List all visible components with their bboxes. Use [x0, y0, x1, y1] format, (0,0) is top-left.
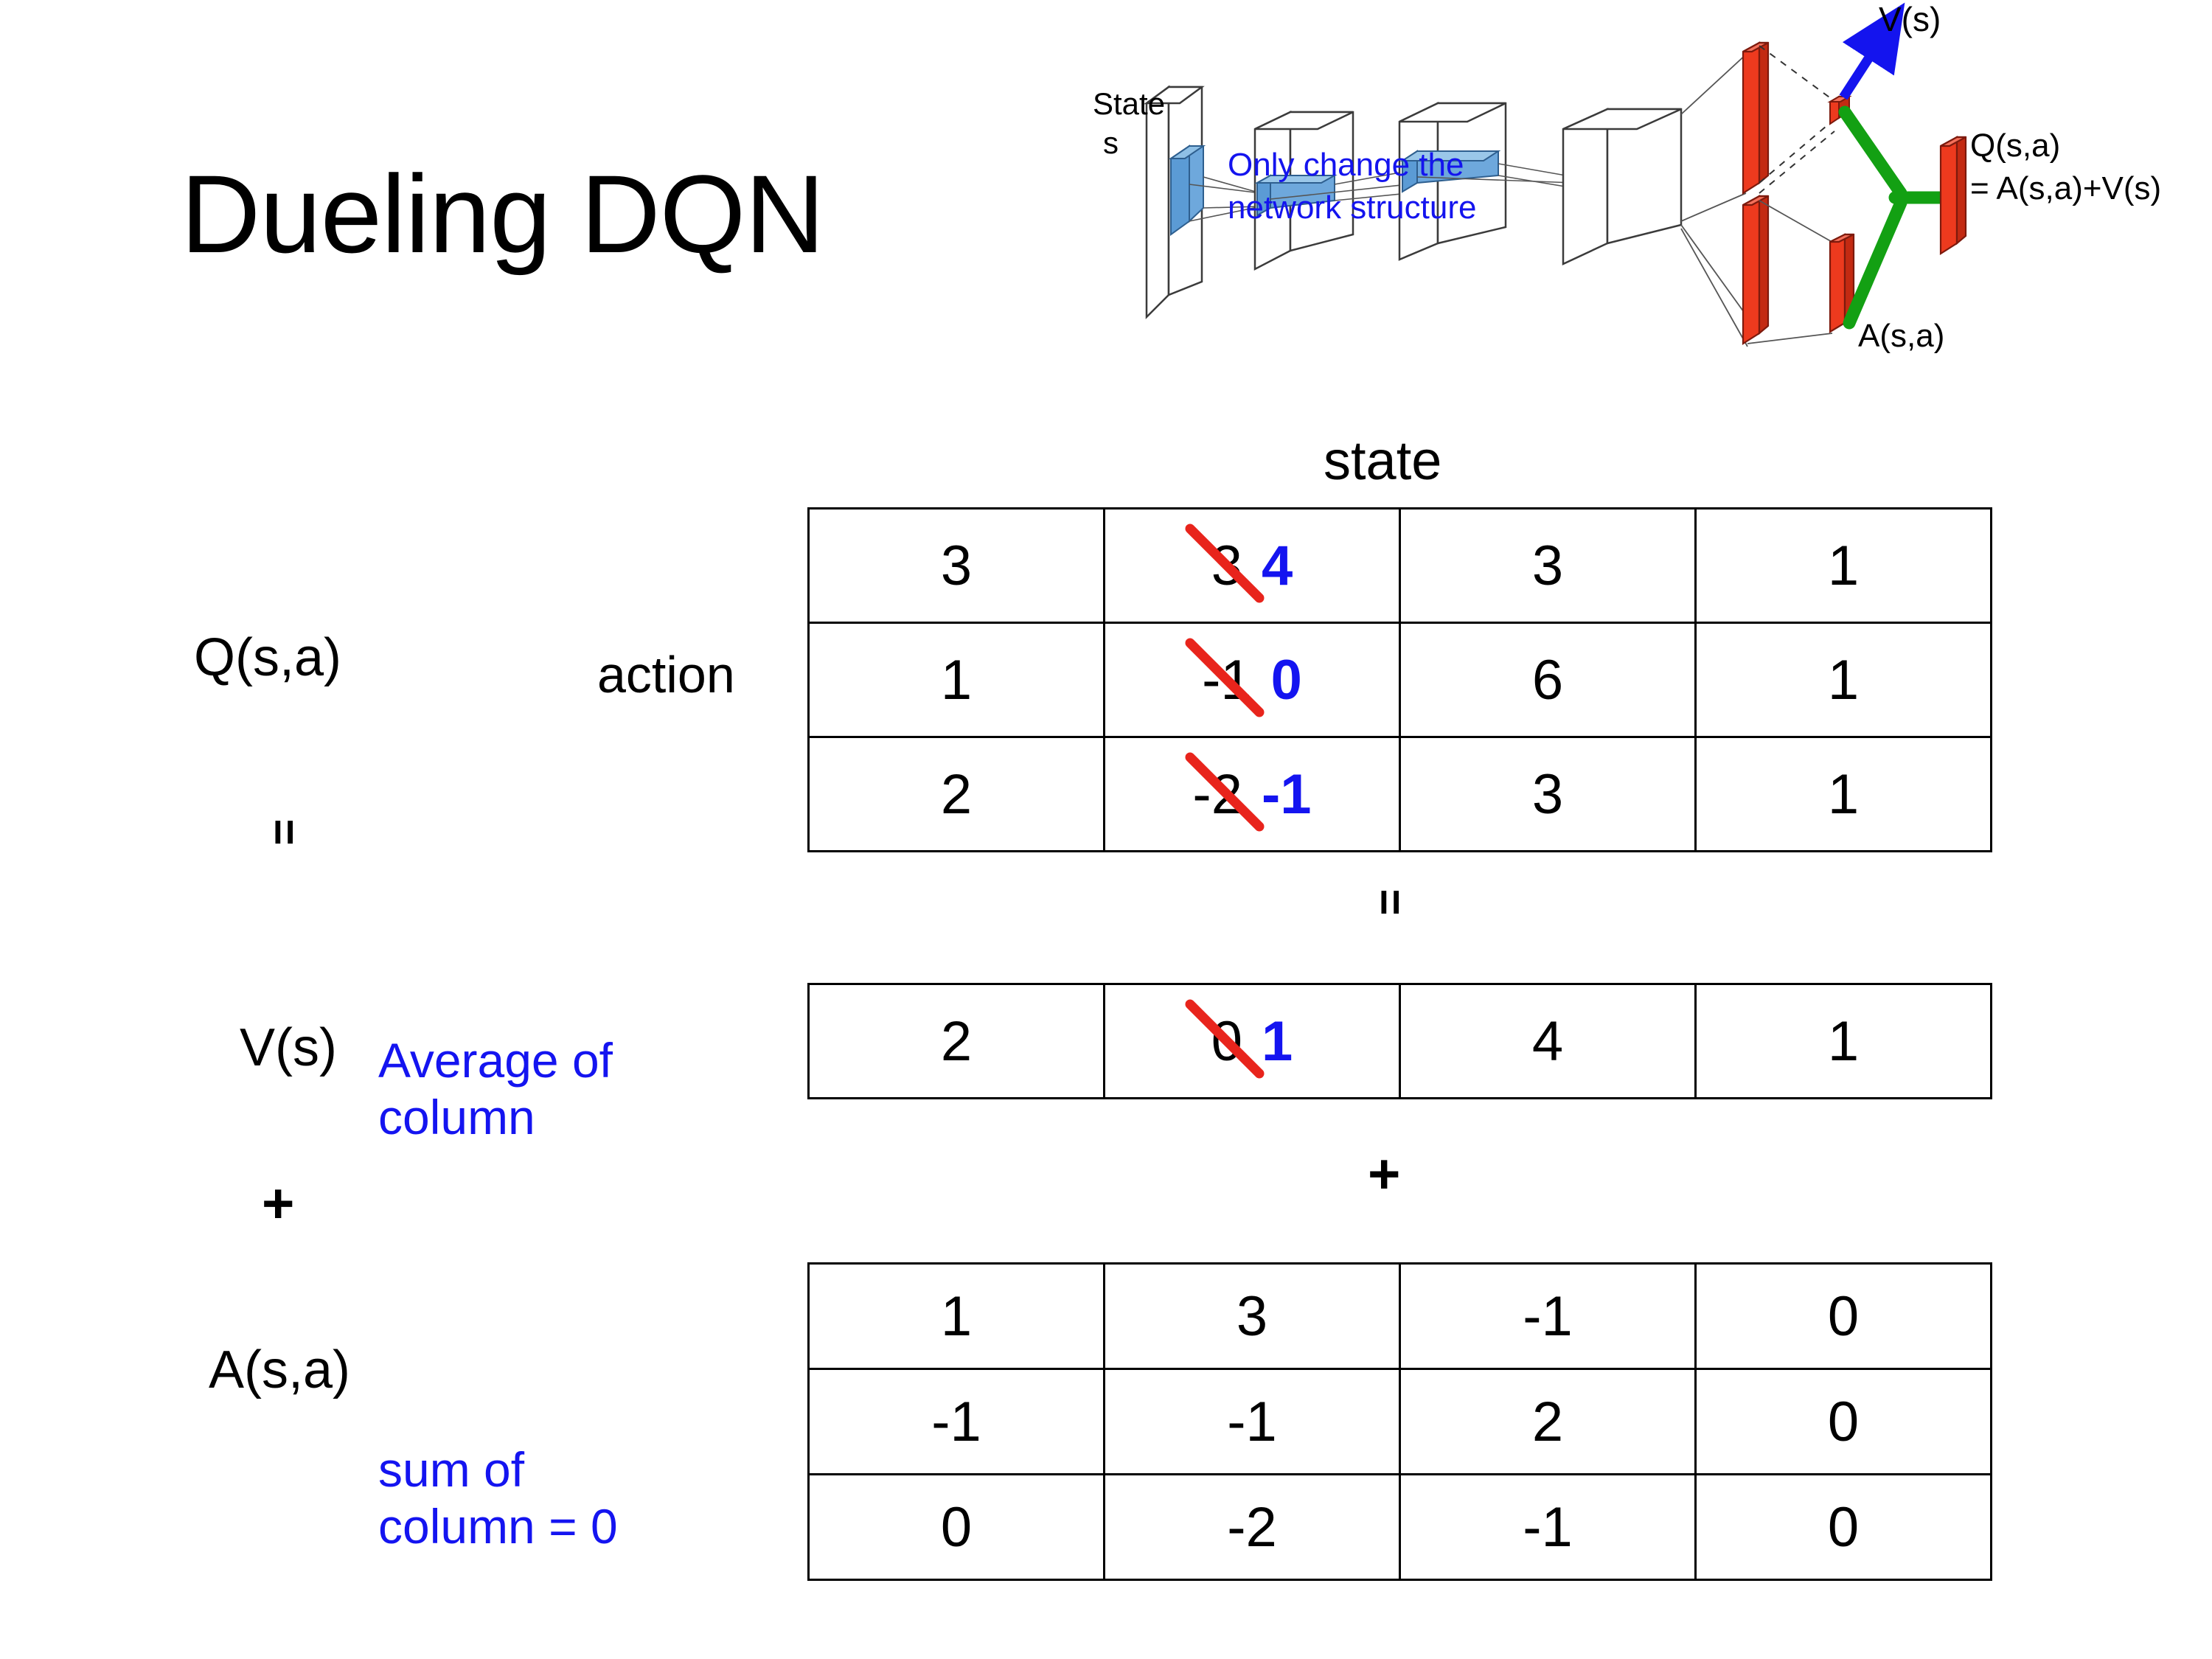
table-cell: 1: [1694, 736, 1992, 852]
table-cell-edited: -2 -1: [1103, 736, 1401, 852]
equals-sign-left: =: [259, 815, 310, 859]
diagram-note-line2: network structure: [1228, 189, 1476, 226]
plus-sign-left: +: [262, 1172, 295, 1235]
equals-glyph: =: [1364, 888, 1416, 916]
diagram-output-label-line2: = A(s,a)+V(s): [1970, 170, 2161, 206]
new-value: 1: [1262, 1009, 1293, 1073]
table-cell: 4: [1399, 983, 1697, 1099]
sum-note-line1: sum of: [378, 1442, 525, 1497]
table-cell: 0: [1694, 1368, 1992, 1475]
plus-sign-middle: +: [1368, 1143, 1401, 1206]
sum-note-line2: column = 0: [378, 1499, 618, 1554]
dueling-network-diagram: State s Only change the network structur…: [1091, 0, 2212, 413]
average-note-line1: Average of: [378, 1033, 613, 1088]
table-cell: 3: [1103, 1262, 1401, 1370]
table-cell: 3: [1399, 736, 1697, 852]
table-cell: -1: [1399, 1473, 1697, 1581]
new-value: 4: [1262, 534, 1293, 597]
table-cell: 1: [1694, 507, 1992, 624]
new-value: 0: [1270, 648, 1302, 712]
table-cell: -1: [807, 1368, 1105, 1475]
old-value: 0: [1211, 1009, 1242, 1073]
table-cell: 1: [807, 1262, 1105, 1370]
sum-of-column-note: sum of column = 0: [378, 1441, 618, 1555]
v-function-label: V(s): [240, 1018, 337, 1077]
diagram-note-line1: Only change the: [1228, 147, 1464, 183]
table-cell: 0: [1694, 1262, 1992, 1370]
state-axis-label: state: [1324, 430, 1442, 491]
table-cell: 0: [807, 1473, 1105, 1581]
table-cell: 1: [807, 622, 1105, 738]
equals-glyph: =: [258, 818, 310, 846]
q-function-label: Q(s,a): [194, 628, 342, 687]
table-cell: -1: [1399, 1262, 1697, 1370]
diagram-advantage-stream-label: A(s,a): [1858, 318, 1944, 354]
diagram-input-label-line1: State: [1093, 86, 1165, 121]
table-cell: 3: [1399, 507, 1697, 624]
old-value: -1: [1202, 648, 1252, 712]
table-cell: 2: [1399, 1368, 1697, 1475]
average-of-column-note: Average of column: [378, 1032, 613, 1146]
table-cell-edited: -1 0: [1103, 622, 1401, 738]
old-value: -2: [1192, 762, 1242, 826]
table-cell: 2: [807, 983, 1105, 1099]
old-value: 3: [1211, 534, 1242, 597]
action-axis-label: action: [597, 646, 735, 703]
table-cell: 1: [1694, 983, 1992, 1099]
diagram-input-label-line2: s: [1103, 125, 1119, 160]
table-cell: -1: [1103, 1368, 1401, 1475]
equals-sign-middle: =: [1365, 885, 1416, 929]
table-cell: 2: [807, 736, 1105, 852]
table-cell: -2: [1103, 1473, 1401, 1581]
table-cell: 1: [1694, 622, 1992, 738]
average-note-line2: column: [378, 1090, 535, 1145]
new-value: -1: [1262, 762, 1312, 826]
table-cell: 0: [1694, 1473, 1992, 1581]
diagram-output-label-line1: Q(s,a): [1970, 128, 2060, 164]
table-cell: 3: [807, 507, 1105, 624]
table-cell: 6: [1399, 622, 1697, 738]
a-function-label: A(s,a): [209, 1340, 351, 1399]
page-title: Dueling DQN: [181, 152, 825, 276]
diagram-value-stream-label: V(s): [1879, 0, 1941, 38]
